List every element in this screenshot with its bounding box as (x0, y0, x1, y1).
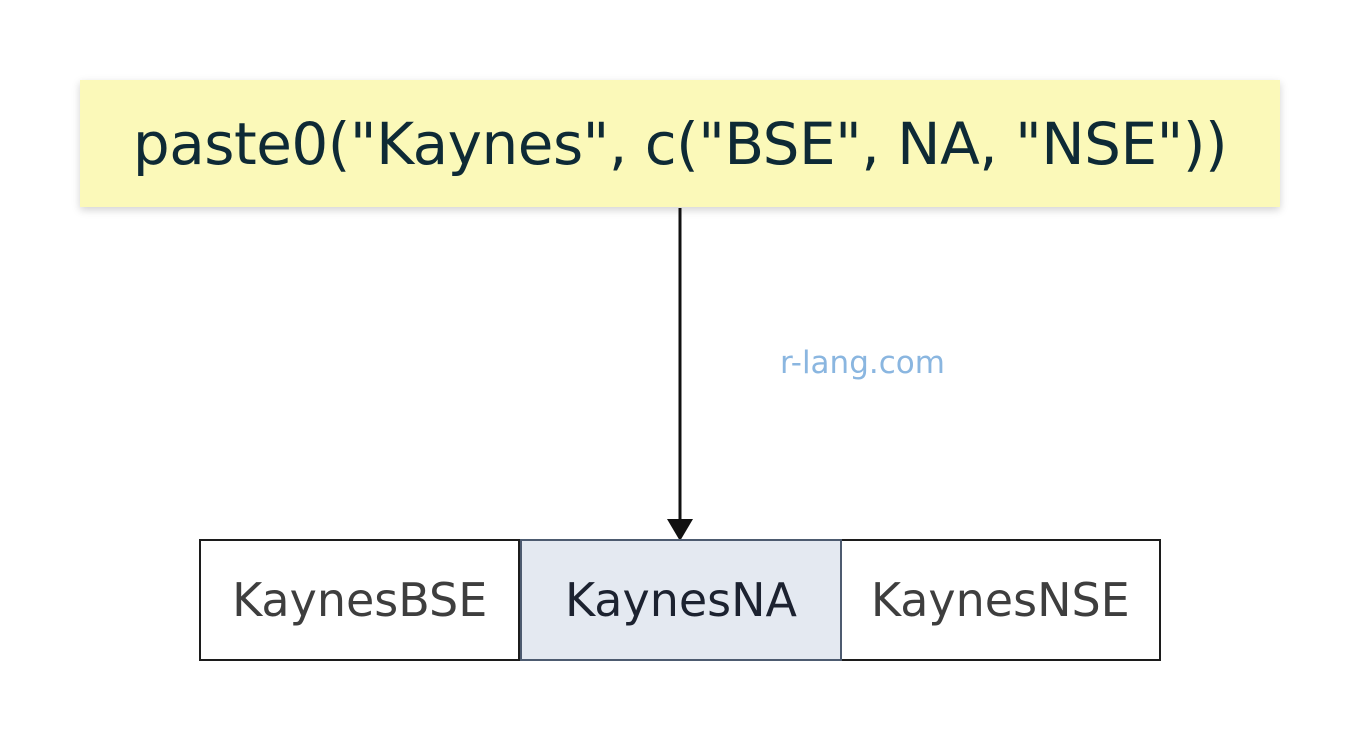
watermark-text: r-lang.com (780, 345, 945, 381)
code-expression-text: paste0("Kaynes", c("BSE", NA, "NSE")) (132, 109, 1228, 178)
code-expression-box: paste0("Kaynes", c("BSE", NA, "NSE")) (80, 80, 1280, 207)
result-cell-1: KaynesBSE (199, 539, 521, 661)
result-cell-2-highlighted: KaynesNA (520, 539, 842, 661)
result-cell-3: KaynesNSE (841, 539, 1161, 661)
result-vector: KaynesBSE KaynesNA KaynesNSE (199, 539, 1161, 661)
arrow-head (667, 519, 693, 541)
